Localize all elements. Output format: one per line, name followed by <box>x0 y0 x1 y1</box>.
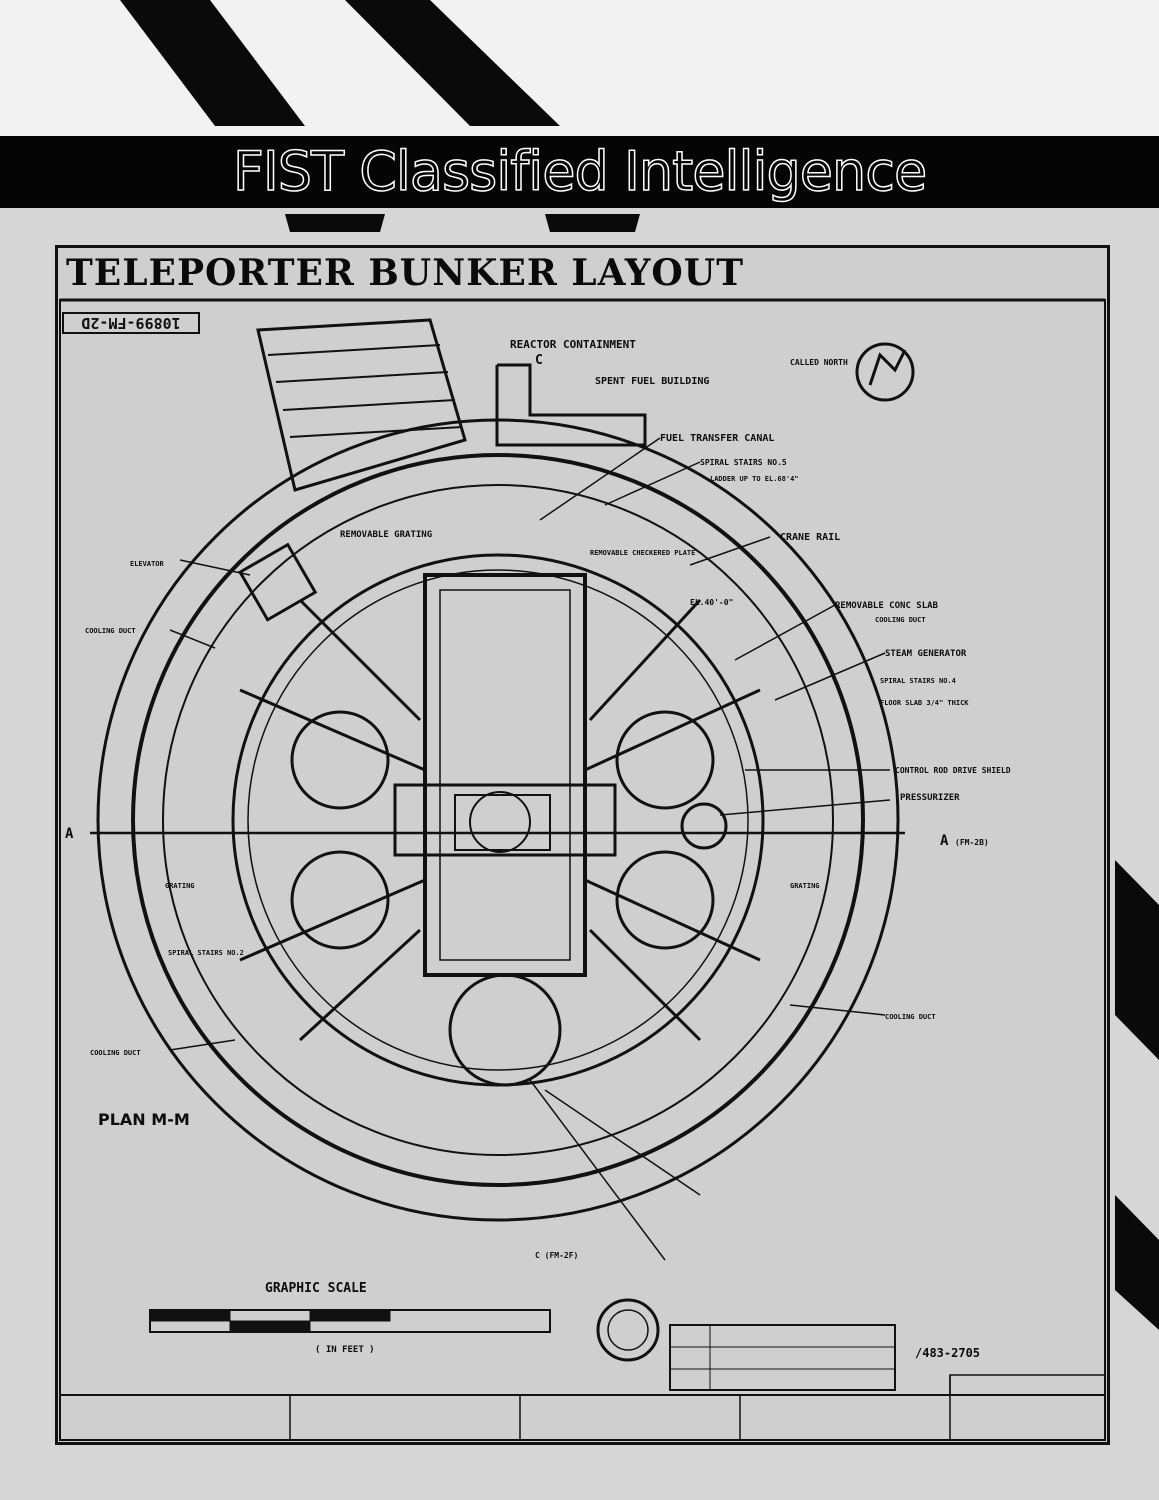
label-spiral-stairs-4: SPIRAL STAIRS NO.4 <box>880 677 956 685</box>
label-fuel-transfer-canal: FUEL TRANSFER CANAL <box>660 433 774 444</box>
label-pressurizer: PRESSURIZER <box>900 793 960 803</box>
label-el-40: EL.40'-0" <box>690 598 733 607</box>
label-removable-conc-slab: REMOVABLE CONC SLAB <box>835 601 939 611</box>
label-removable-checkered-plate: REMOVABLE CHECKERED PLATE <box>590 549 695 557</box>
banner-title: FIST Classified Intelligence <box>232 139 928 204</box>
label-control-rod-drive-shield: CONTROL ROD DRIVE SHIELD <box>895 766 1011 775</box>
label-sheet-code: /483-2705 <box>915 1346 980 1360</box>
label-section-a-ref: (FM-2B) <box>955 838 989 847</box>
label-section-a-left: A <box>65 826 74 842</box>
label-graphic-scale: GRAPHIC SCALE <box>265 1281 367 1296</box>
label-section-a-right: A <box>940 833 949 849</box>
label-cooling-duct-right: COOLING DUCT <box>875 616 926 624</box>
label-plan-title: PLAN M-M <box>98 1110 190 1129</box>
label-elevator: ELEVATOR <box>130 560 165 568</box>
label-removable-grating: REMOVABLE GRATING <box>340 530 432 540</box>
label-floor-slab: FLOOR SLAB 3/4" THICK <box>880 699 969 707</box>
classification-banner: FIST Classified Intelligence <box>0 136 1159 208</box>
label-cooling-duct-left: COOLING DUCT <box>85 627 136 635</box>
label-called-north: CALLED NORTH <box>790 358 848 367</box>
label-grating-right: GRATING <box>790 882 820 890</box>
document-title: TELEPORTER BUNKER LAYOUT <box>66 252 744 294</box>
label-section-c: C <box>535 353 543 368</box>
label-spiral-stairs-2: SPIRAL STAIRS NO.2 <box>168 949 244 957</box>
label-crane-rail: CRANE RAIL <box>780 532 840 543</box>
label-reactor-containment: REACTOR CONTAINMENT <box>510 338 636 351</box>
label-spiral-stairs-5: SPIRAL STAIRS NO.5 <box>700 458 787 467</box>
label-grating-left: GRATING <box>165 882 195 890</box>
label-in-feet: ( IN FEET ) <box>315 1345 375 1355</box>
label-steam-generator: STEAM GENERATOR <box>885 649 967 659</box>
label-ladder: LADDER UP TO EL.68'4" <box>710 475 799 483</box>
label-spent-fuel-building: SPENT FUEL BUILDING <box>595 376 709 387</box>
label-cooling-duct-lower-right: COOLING DUCT <box>885 1013 936 1021</box>
label-section-c-ref: C (FM-2F) <box>535 1251 578 1260</box>
label-cooling-duct-bottom: COOLING DUCT <box>90 1049 141 1057</box>
